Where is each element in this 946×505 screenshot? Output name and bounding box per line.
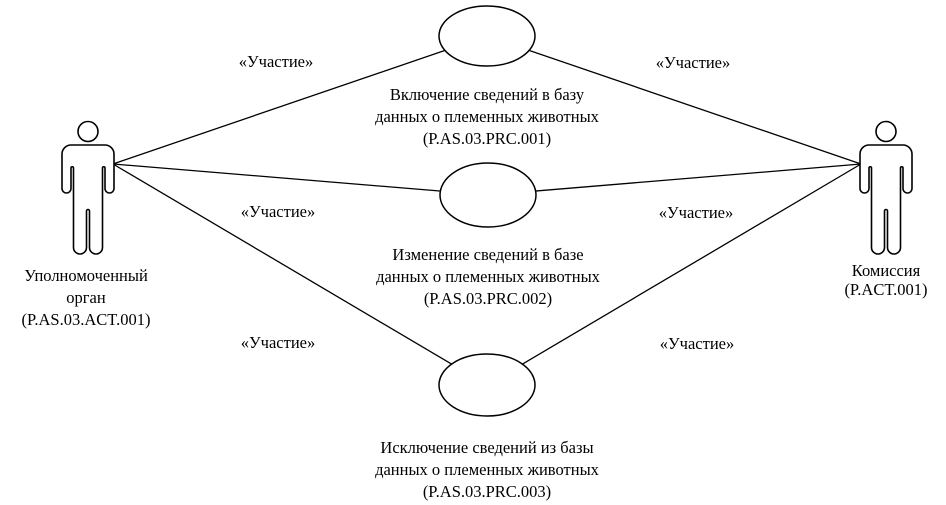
edge-label-left-uc1: «Участие» [238, 52, 314, 71]
actor-right-icon [859, 120, 913, 255]
association-line-right-uc2 [487, 163, 862, 196]
edge-label-right-uc1: «Участие» [655, 53, 731, 72]
actor-left-code: (P.AS.03.ACT.001) [21, 310, 151, 329]
usecase-1-line2: данных о племенных животных [375, 107, 599, 126]
usecase-label-3: Исключение сведений из базы данных о пле… [375, 437, 599, 503]
usecase-3-line1: Исключение сведений из базы [380, 438, 594, 457]
edge-label-right-uc3: «Участие» [659, 334, 735, 353]
edge-label-left-uc2: «Участие» [240, 202, 316, 221]
usecase-ellipse-2 [439, 162, 537, 228]
usecase-2-line2: данных о племенных животных [376, 267, 600, 286]
usecase-label-2: Изменение сведений в базе данных о племе… [376, 244, 600, 310]
actor-left-icon [61, 120, 115, 255]
association-line-right-uc1 [486, 35, 862, 165]
association-line-left-uc1 [112, 35, 488, 165]
usecase-1-code: (P.AS.03.PRC.001) [422, 129, 552, 148]
actor-left-name-line2: орган [66, 288, 106, 307]
usecase-3-line2: данных о племенных животных [375, 460, 599, 479]
usecase-1-line1: Включение сведений в базу [389, 85, 585, 104]
actor-left-label: Уполномоченный орган (P.AS.03.ACT.001) [22, 265, 151, 331]
usecase-2-line1: Изменение сведений в базе [392, 245, 584, 264]
edge-label-left-uc3: «Участие» [240, 333, 316, 352]
actor-right-label: Комиссия (P.ACT.001) [844, 261, 927, 299]
usecase-ellipse-1 [438, 5, 536, 67]
association-line-right-uc3 [486, 163, 862, 386]
usecase-2-code: (P.AS.03.PRC.002) [423, 289, 553, 308]
association-lines [112, 35, 862, 386]
actor-left-name-line1: Уполномоченный [24, 266, 148, 285]
association-line-left-uc3 [112, 163, 488, 386]
usecase-ellipse-3 [438, 353, 536, 417]
actor-right-code: (P.ACT.001) [844, 280, 928, 299]
actor-right-name: Комиссия [851, 261, 921, 280]
usecase-label-1: Включение сведений в базу данных о племе… [375, 84, 599, 150]
association-line-left-uc2 [112, 163, 489, 196]
edge-label-right-uc2: «Участие» [658, 203, 734, 222]
usecase-3-code: (P.AS.03.PRC.003) [422, 482, 552, 501]
